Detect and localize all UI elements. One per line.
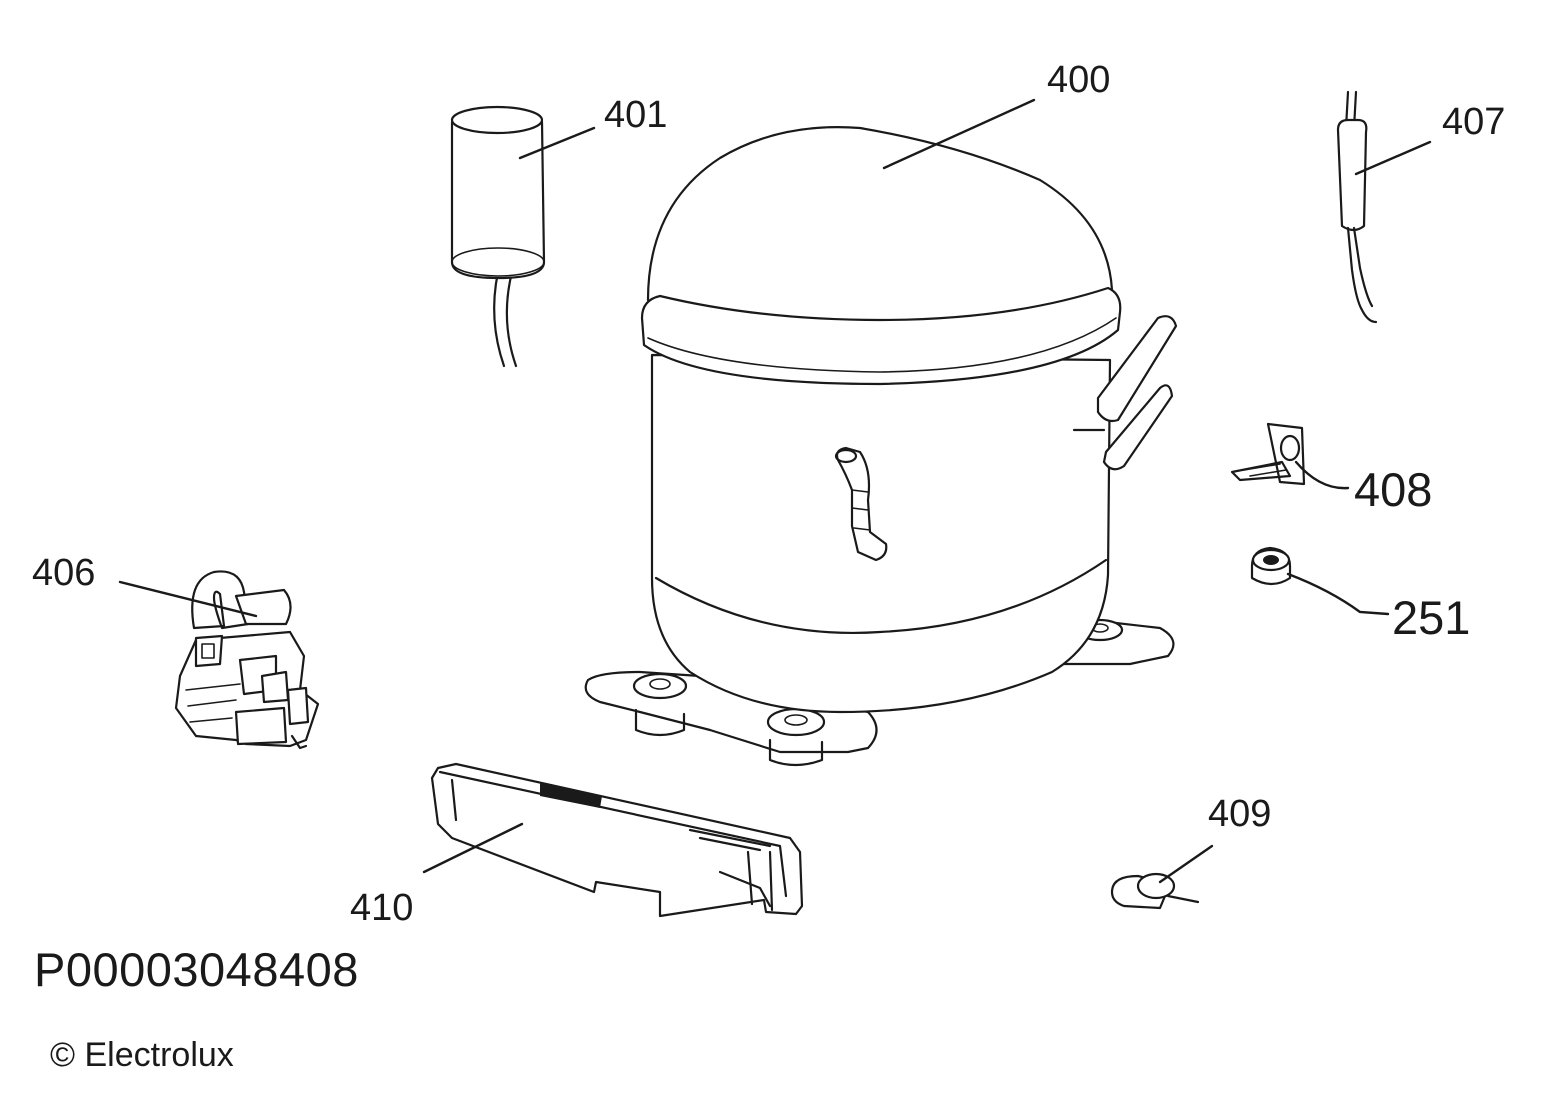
callout-251: 251 [1392,591,1470,644]
clip-409[interactable] [1110,872,1200,910]
callout-409: 409 [1208,793,1271,835]
capacitor-401[interactable] [450,105,546,368]
leader-251 [1286,572,1390,616]
copyright-text: © Electrolux [50,1036,234,1074]
callout-400: 400 [1047,59,1110,101]
leader-401 [518,126,596,160]
callout-406: 406 [32,552,95,594]
leader-407 [1354,140,1432,176]
nut-251[interactable] [1250,546,1292,586]
clip-408[interactable] [1230,422,1306,486]
callout-407: 407 [1442,101,1505,143]
leader-400 [882,98,1036,170]
callout-408: 408 [1354,463,1432,516]
compressor-400[interactable] [584,126,1178,767]
leader-410 [422,822,524,874]
leader-406 [118,580,258,618]
leader-409 [1158,844,1214,884]
part-number: P00003048408 [34,943,359,996]
cover-410[interactable] [430,762,804,918]
sensor-407[interactable] [1336,90,1378,324]
leader-408 [1294,460,1350,490]
callout-410: 410 [350,887,413,929]
callout-401: 401 [604,94,667,136]
relay-406[interactable] [174,570,320,750]
